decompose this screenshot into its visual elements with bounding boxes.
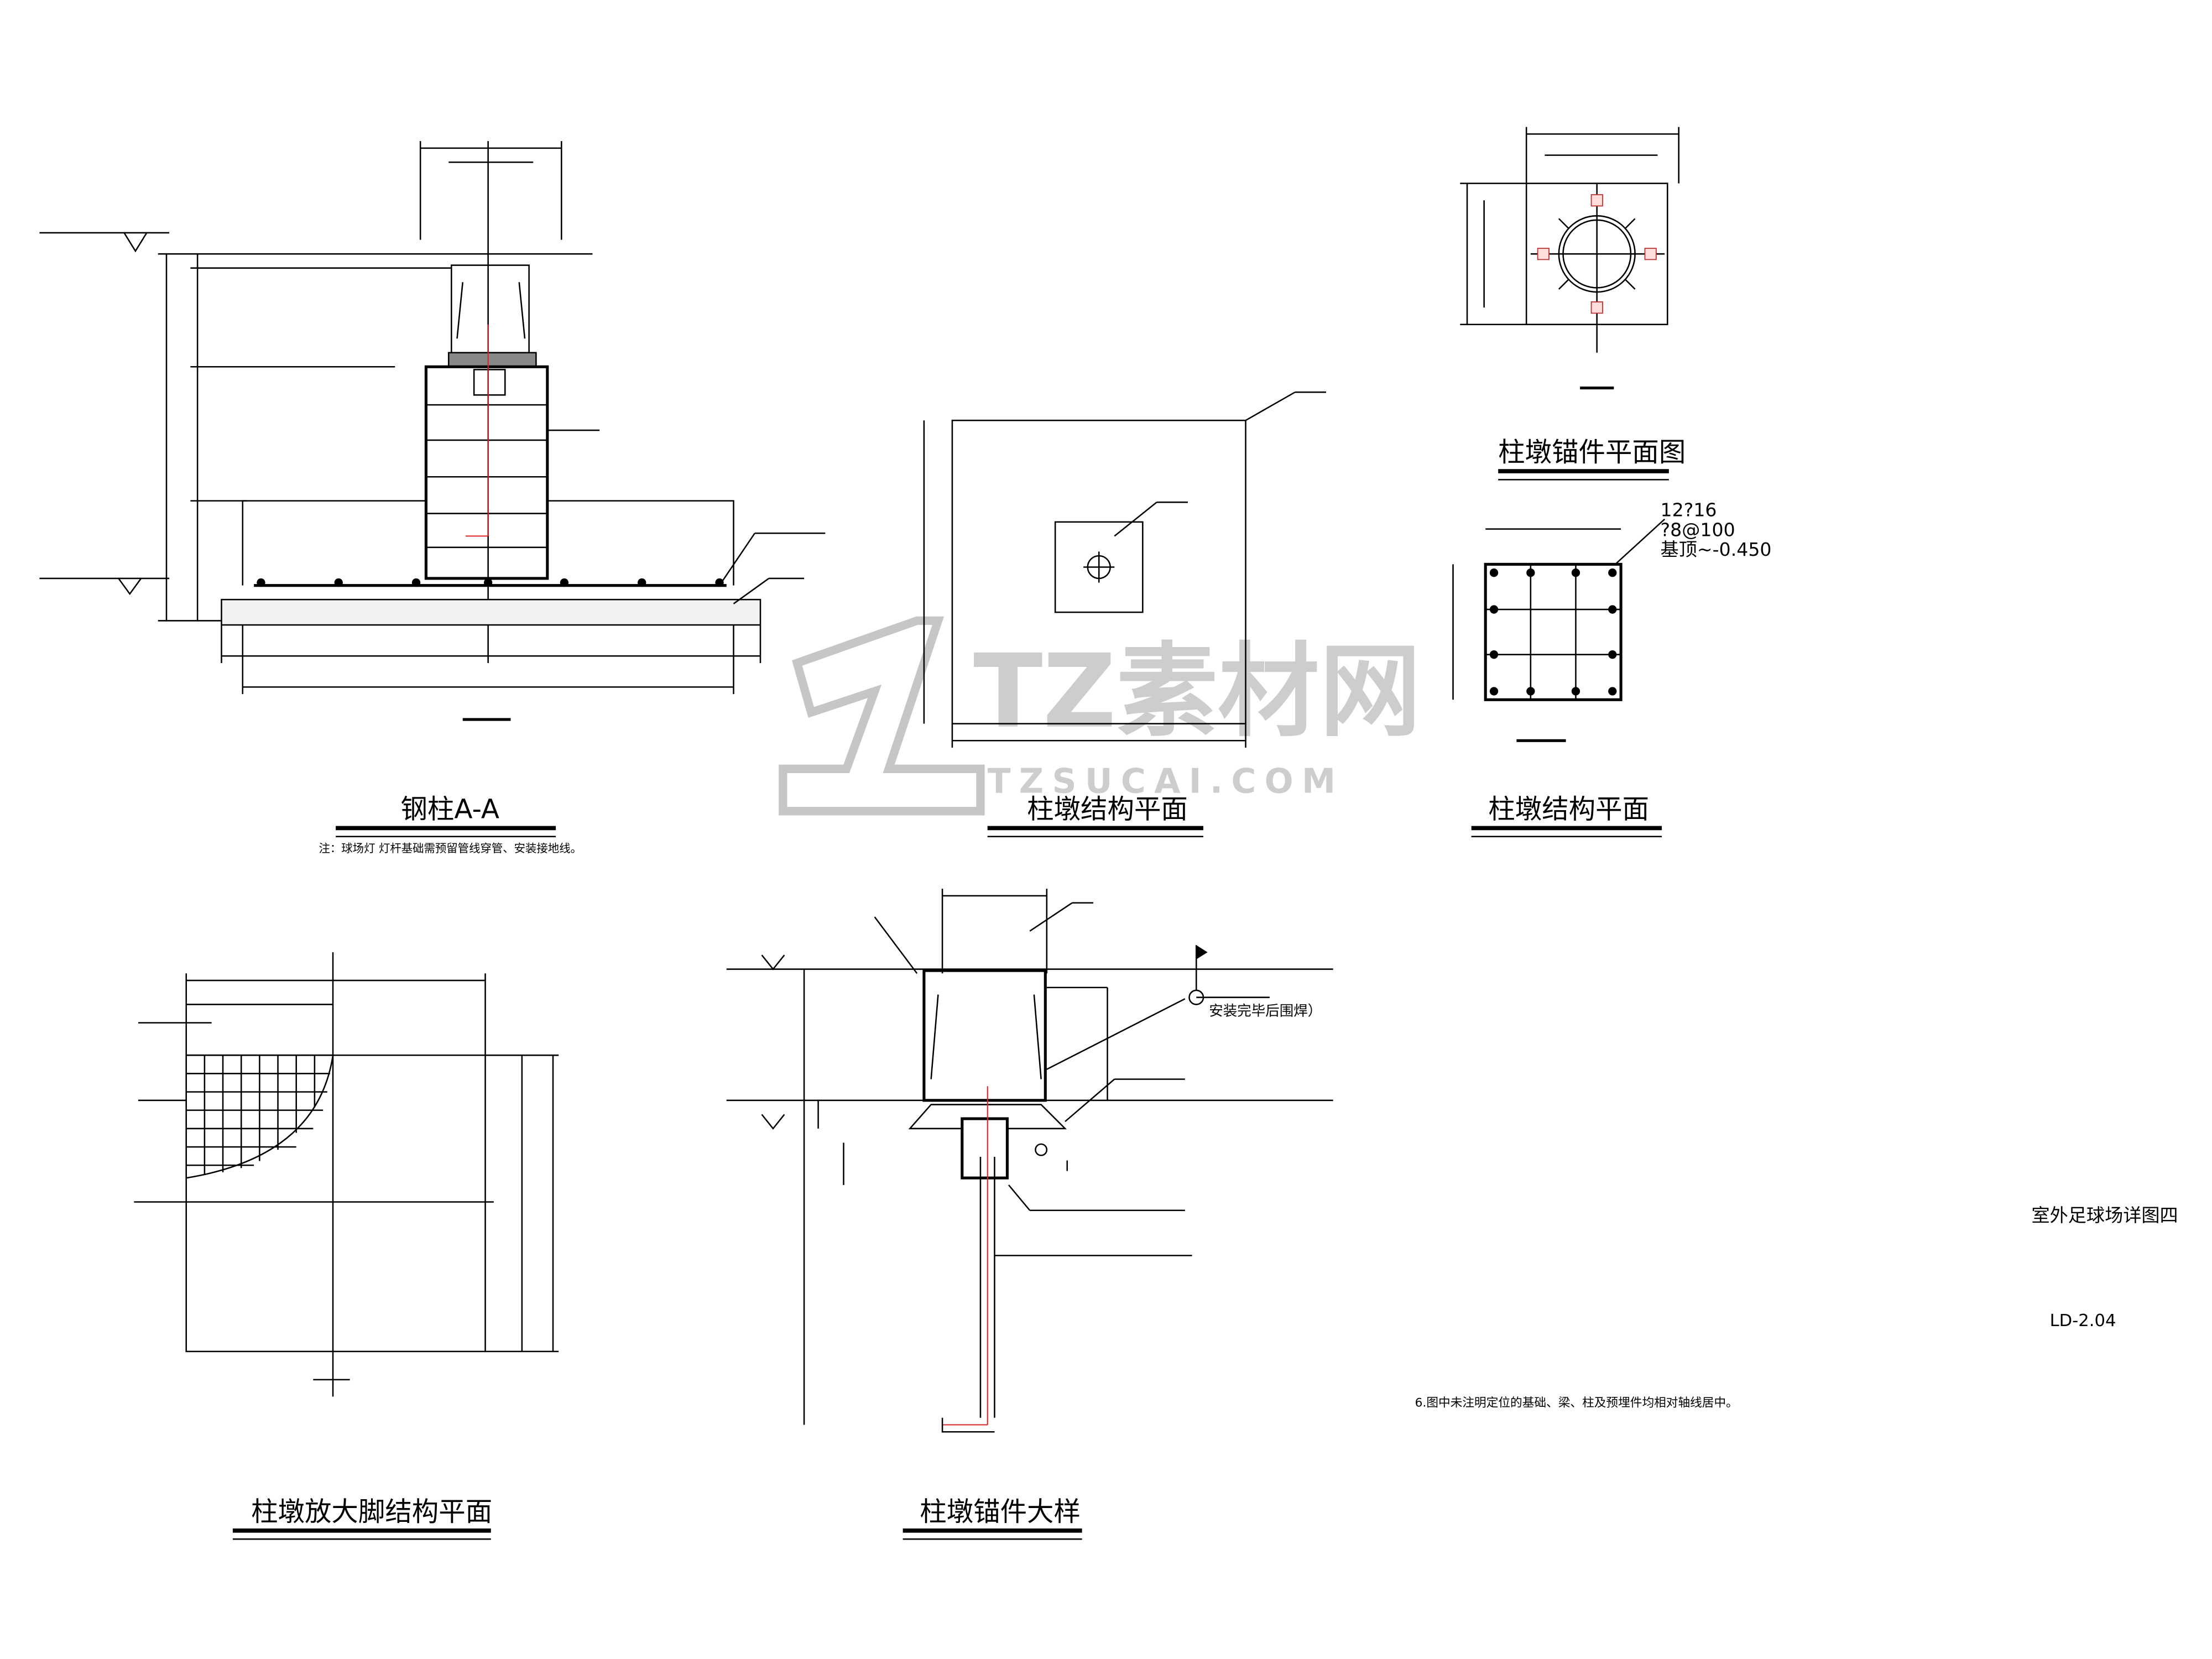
pier-structure-plan-title-1: 柱墩结构平面 [1027, 794, 1188, 825]
watermark: TZ素材网 TZSUCAI.COM [779, 616, 1421, 816]
steel-column-note: 注：球场灯 灯杆基础需预留管线穿管、安装接地线。 [319, 842, 582, 855]
steel-column-section-view: 钢柱A-A 注：球场灯 灯杆基础需预留管线穿管、安装接地线。 [39, 141, 826, 855]
pier-footing-plan-title: 柱墩放大脚结构平面 [251, 1496, 492, 1527]
detail-mark: I [1065, 1158, 1070, 1175]
pier-structure-plan-title-2: 柱墩结构平面 [1488, 794, 1649, 825]
general-note: 6.图中未注明定位的基础、梁、柱及预埋件均相对轴线居中。 [1415, 1396, 1738, 1410]
steel-column-section-title: 钢柱A-A [400, 794, 499, 825]
pier-anchor-detail-title: 柱墩锚件大样 [920, 1496, 1081, 1527]
watermark-logo-icon [779, 616, 985, 816]
drawing-name: 室外足球场详图四 [2031, 1204, 2178, 1226]
rebar-stirrup-label: ?8@100 [1661, 519, 1735, 540]
pier-structure-plan-2-view: 12?16 ?8@100 基顶~-0.450 柱墩结构平面 [1452, 499, 1772, 838]
pier-anchor-detail-view: 安装完毕后围焊） I 柱墩锚件大样 [726, 889, 1333, 1540]
top-elevation-label: 基顶~-0.450 [1661, 539, 1772, 560]
drawing-number: LD-2.04 [2050, 1311, 2116, 1331]
pier-structure-plan-view: 柱墩结构平面 [923, 391, 1326, 838]
pier-anchor-plan-title: 柱墩锚件平面图 [1498, 437, 1686, 468]
pier-anchor-plan-view: 柱墩锚件平面图 [1460, 127, 1686, 481]
svg-text:TZ素材网: TZ素材网 [973, 633, 1421, 751]
svg-text:TZSUCAI.COM: TZSUCAI.COM [988, 762, 1344, 801]
pier-footing-plan-view: 柱墩放大脚结构平面 [134, 952, 559, 1540]
rebar-main-label: 12?16 [1661, 499, 1717, 521]
weld-note: 安装完毕后围焊） [1209, 1003, 1322, 1020]
